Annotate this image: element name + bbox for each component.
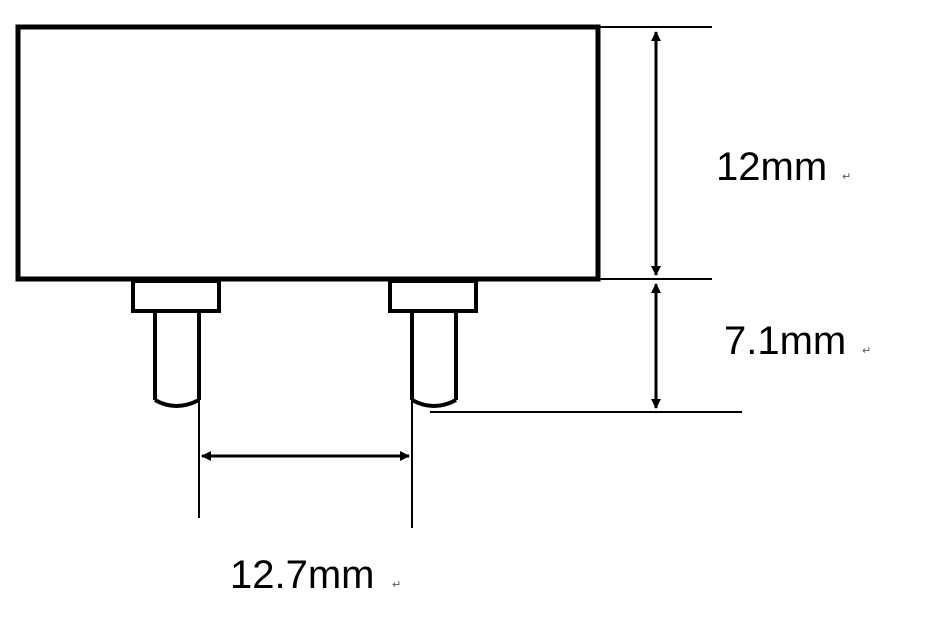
pin-spacing-mark: ↵ [392, 578, 401, 591]
pin-height-mark: ↵ [862, 344, 871, 357]
right-pin-base [388, 279, 478, 313]
body-height-label: 12mm [716, 145, 827, 189]
body-height-mark: ↵ [842, 170, 851, 183]
left-pin-shaft [153, 311, 201, 408]
component-body [15, 24, 601, 282]
pin-spacing-label: 12.7mm [230, 553, 375, 597]
pin-height-label: 7.1mm [724, 319, 846, 363]
left-pin-base [131, 279, 221, 313]
left-pin [131, 279, 221, 408]
right-pin [388, 279, 478, 408]
right-pin-shaft [410, 311, 458, 408]
